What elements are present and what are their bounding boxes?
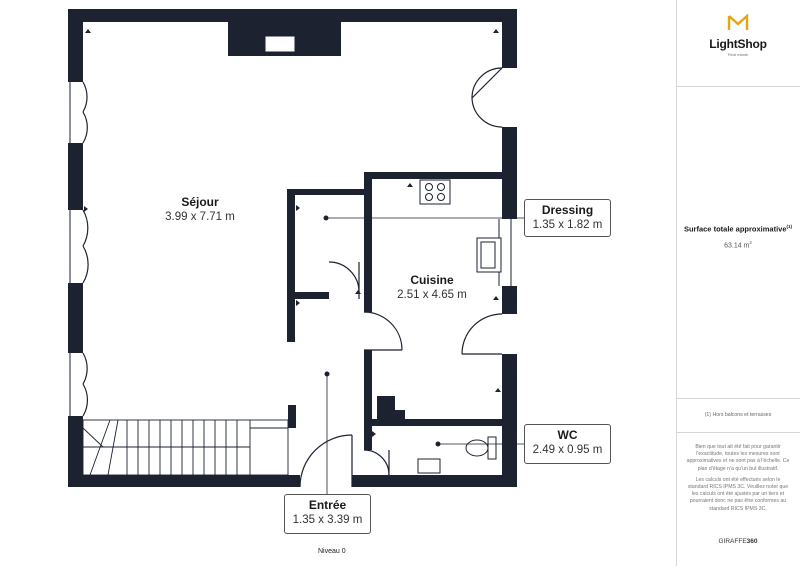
washbasin-icon — [417, 458, 441, 474]
wall-right-4 — [502, 354, 517, 487]
room-dims: 2.49 x 0.95 m — [532, 444, 603, 456]
room-label-wc: WC 2.49 x 0.95 m — [524, 424, 611, 464]
dressing-wall-mid — [287, 292, 329, 299]
stair-block-2 — [395, 410, 405, 419]
floor-plan — [68, 9, 524, 494]
wc-wall-left — [364, 426, 372, 450]
wall-bottom-1 — [68, 475, 300, 487]
wall-bottom-2 — [352, 475, 517, 487]
room-name: WC — [557, 428, 578, 442]
leader-lines — [326, 217, 524, 494]
room-dims: 3.99 x 7.71 m — [165, 211, 235, 223]
cooktop-icon — [419, 179, 451, 205]
wall-right-1 — [502, 9, 517, 68]
disclaimer-accuracy: Bien que tout ait été fait pour garantir… — [686, 444, 790, 472]
logo-name: LightShop — [709, 37, 767, 51]
dressing-wall-left — [287, 189, 295, 342]
giraffe360-brand: GIRAFFE360 — [718, 538, 758, 545]
wall-left-4 — [68, 416, 83, 487]
markers — [84, 29, 501, 437]
surface-summary: Surface totale approximative(1) 63.14 m2 — [676, 224, 800, 249]
level-label: Niveau 0 — [318, 548, 346, 555]
windows — [69, 82, 512, 416]
wc-wall-top — [364, 419, 502, 426]
room-label-dressing: Dressing 1.35 x 1.82 m — [524, 199, 611, 237]
room-name: Séjour — [181, 195, 219, 209]
surface-label: Surface totale approximative(1) — [683, 224, 793, 234]
dressing-wall-top — [287, 189, 364, 195]
room-name: Entrée — [308, 498, 347, 512]
stair-wall — [288, 405, 296, 428]
surface-value: 63.14 m2 — [724, 239, 752, 249]
info-sidebar: LightShop Real estate Surface totale app… — [676, 0, 800, 566]
stair-block — [377, 396, 395, 419]
room-label-entree: Entrée 1.35 x 3.39 m — [284, 494, 371, 534]
brand-logo: LightShop Real estate — [676, 13, 800, 57]
sink-icon — [476, 237, 502, 273]
walls — [68, 9, 517, 487]
wall-left-2 — [68, 143, 83, 210]
wall-right-2 — [502, 127, 517, 219]
room-name: Cuisine — [410, 273, 454, 287]
room-dims: 1.35 x 1.82 m — [532, 219, 603, 231]
room-dims: 2.51 x 4.65 m — [397, 289, 467, 301]
kitchen-wall-left-low — [364, 350, 372, 420]
wall-left-1 — [68, 9, 83, 82]
logo-tagline: Real estate — [727, 52, 749, 57]
room-name: Dressing — [541, 203, 594, 217]
surface-footnote: (1) Hors balcons et terrasses — [704, 412, 772, 418]
disclaimer-standard: Les calculs ont été effectués selon le s… — [687, 476, 789, 512]
room-dims: 1.35 x 3.39 m — [292, 514, 363, 526]
toilet-icon — [465, 436, 497, 460]
leader-dots — [323, 215, 441, 447]
wall-left-3 — [68, 283, 83, 353]
room-label-cuisine: Cuisine 2.51 x 4.65 m — [372, 273, 492, 301]
kitchen-wall-left — [364, 172, 372, 312]
room-label-sejour: Séjour 3.99 x 7.71 m — [140, 195, 260, 223]
disclaimer: Bien que tout ait été fait pour garantir… — [686, 444, 790, 517]
staircase — [82, 419, 289, 476]
wall-right-3 — [502, 286, 517, 314]
kitchen-wall-top — [364, 172, 502, 179]
house-icon — [727, 13, 749, 30]
